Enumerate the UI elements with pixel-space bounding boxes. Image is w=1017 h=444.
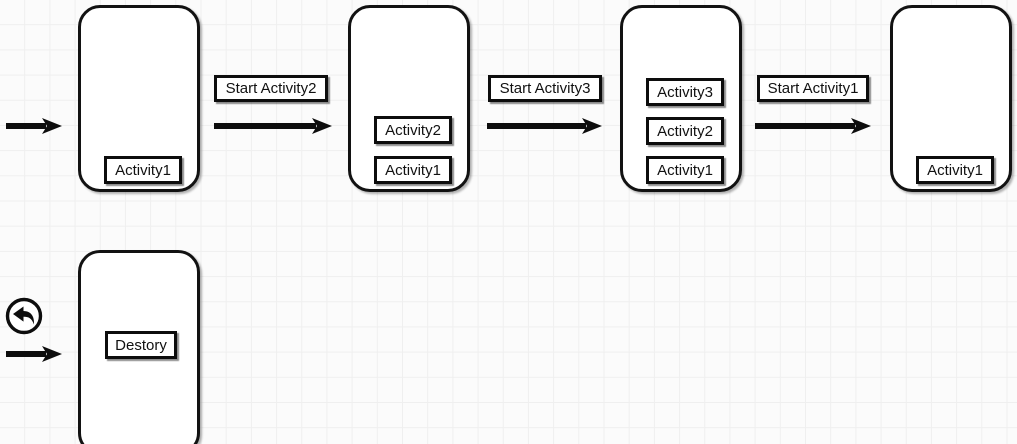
activity-box-activity2[interactable]: Activity2 — [646, 117, 724, 145]
back-arrow-circle-icon[interactable] — [4, 297, 44, 335]
task-stack-2[interactable]: Activity2 Activity1 — [348, 5, 470, 192]
task-stack-4[interactable]: Activity1 — [890, 5, 1012, 192]
arrow-start-activity1 — [755, 114, 871, 138]
task-stack-3[interactable]: Activity3 Activity2 Activity1 — [620, 5, 742, 192]
arrow-start-activity2 — [214, 114, 332, 138]
activity-box-activity2[interactable]: Activity2 — [374, 116, 452, 144]
activity-box-activity1[interactable]: Activity1 — [916, 156, 994, 184]
activity-box-activity1[interactable]: Activity1 — [374, 156, 452, 184]
transition-label-start-activity3[interactable]: Start Activity3 — [488, 75, 602, 102]
arrow-back-destroy — [6, 342, 62, 366]
arrow-entry — [6, 114, 62, 138]
task-stack-destroyed[interactable]: Destory — [78, 250, 200, 444]
transition-label-start-activity2[interactable]: Start Activity2 — [214, 75, 328, 102]
transition-label-start-activity1[interactable]: Start Activity1 — [757, 75, 869, 102]
arrow-start-activity3 — [487, 114, 602, 138]
activity-box-activity3[interactable]: Activity3 — [646, 78, 724, 106]
activity-box-activity1[interactable]: Activity1 — [104, 156, 182, 184]
activity-box-destory[interactable]: Destory — [105, 331, 177, 359]
activity-box-activity1[interactable]: Activity1 — [646, 156, 724, 184]
task-stack-1[interactable]: Activity1 — [78, 5, 200, 192]
